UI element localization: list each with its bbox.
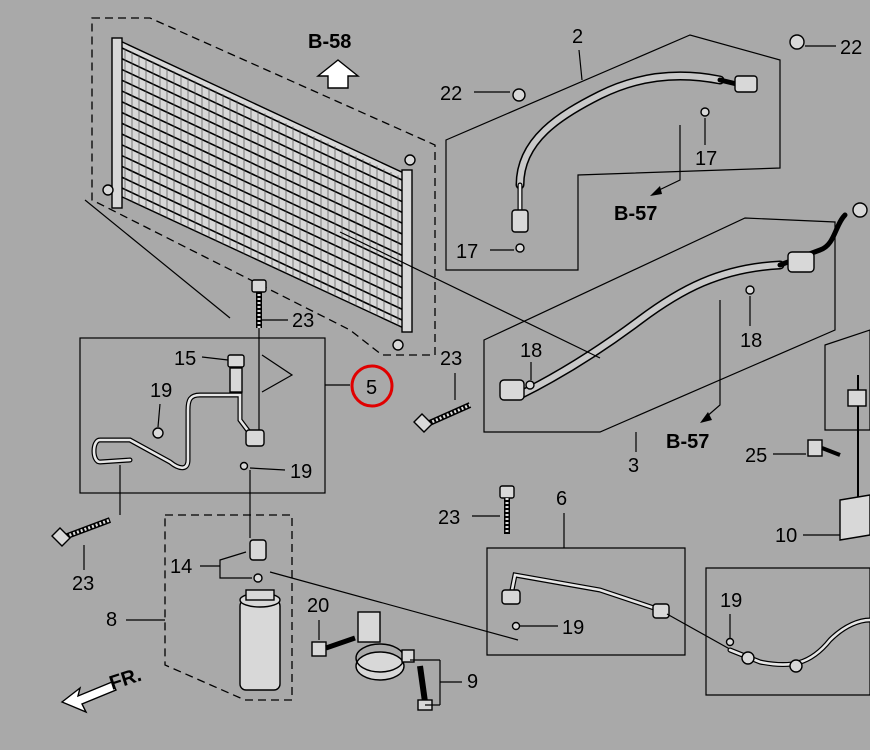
callout-17-b: 17: [456, 241, 478, 263]
condenser-tube: [121, 154, 403, 289]
callout-25: 25: [745, 445, 767, 467]
condenser-tube: [121, 90, 403, 224]
ref-b58-label: B-58: [308, 31, 351, 53]
evaporator-part-10: [807, 375, 870, 541]
callout-19-b: 19: [290, 461, 312, 483]
callout-15: 15: [174, 348, 196, 370]
pipe-5-box: [79, 337, 326, 494]
condenser-tube: [121, 144, 403, 278]
bolt-23-b: [51, 465, 121, 547]
condenser-tube: [121, 187, 403, 321]
callout-23-b: 23: [72, 573, 94, 595]
front-arrow-label: FR.: [107, 664, 144, 695]
callout-14: 14: [170, 556, 192, 578]
condenser-tube: [121, 58, 403, 192]
callout-2: 2: [572, 26, 583, 48]
callout-3: 3: [628, 455, 639, 477]
pipe-lower-right: [725, 617, 870, 673]
pipe-assembly-5: [91, 354, 294, 471]
callout-19-d: 19: [720, 590, 742, 612]
condenser-tube: [121, 79, 403, 214]
bolt-20: [311, 635, 356, 657]
callout-20: 20: [307, 595, 329, 617]
callout-22-b: 22: [840, 37, 862, 59]
ref-b58-arrow: [316, 59, 360, 89]
condenser-tube: [121, 176, 403, 310]
callout-17-a: 17: [695, 148, 717, 170]
callout-23-a: 23: [292, 310, 314, 332]
condenser-tube: [121, 47, 403, 181]
condenser-tube: [121, 122, 403, 257]
callout-23-c: 23: [440, 348, 462, 370]
callout-9: 9: [467, 671, 478, 693]
receiver-drier-8: [239, 470, 281, 691]
condenser-tube: [121, 165, 403, 300]
callout-5: 5: [366, 377, 377, 399]
callout-19-a: 19: [150, 380, 172, 402]
ref-b57-mid: B-57: [666, 431, 709, 453]
callout-18-a: 18: [520, 340, 542, 362]
condenser-tube: [121, 68, 403, 203]
callout-8: 8: [106, 609, 117, 631]
pipe-6: [501, 572, 670, 631]
callout-22-a: 22: [440, 83, 462, 105]
bolt-23-a: [251, 279, 267, 430]
callout-10: 10: [775, 525, 797, 547]
condenser: [91, 17, 436, 356]
bolt-23-d: [499, 485, 515, 534]
callout-5-highlight: [350, 364, 394, 408]
callout-18-b: 18: [740, 330, 762, 352]
front-arrow-icon: [60, 681, 117, 714]
ref-b57-top: B-57: [614, 203, 657, 225]
condenser-tube: [121, 101, 403, 235]
discharge-hose-2: [511, 34, 805, 253]
callout-23-d: 23: [438, 507, 460, 529]
suction-hose-3: [499, 202, 868, 401]
callout-6: 6: [556, 488, 567, 510]
condenser-tube: [121, 133, 403, 267]
bracket-9: [355, 611, 433, 711]
bolt-23-c: [413, 402, 472, 433]
callout-19-c: 19: [562, 617, 584, 639]
condenser-tube: [121, 111, 403, 246]
